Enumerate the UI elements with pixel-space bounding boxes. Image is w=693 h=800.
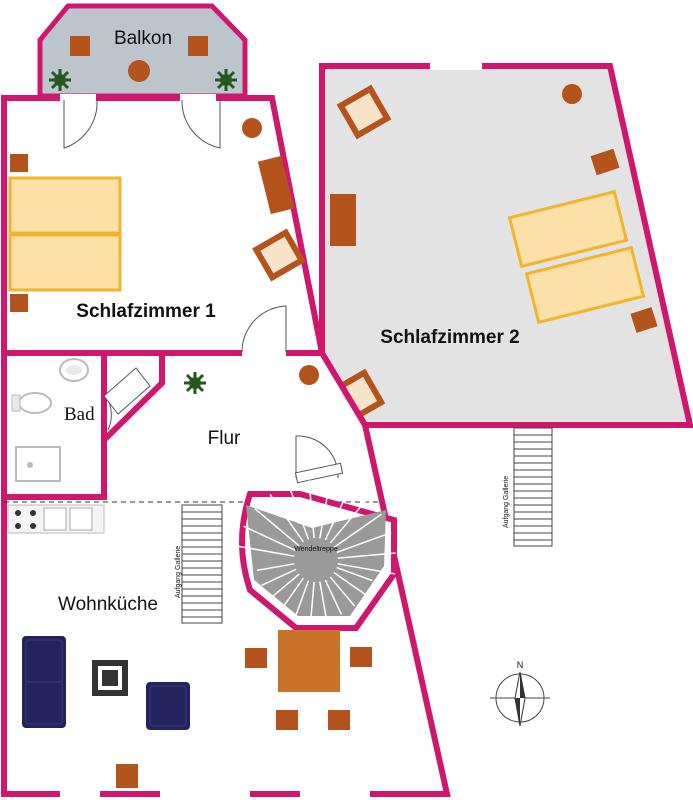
- spiral-tread: [287, 484, 310, 540]
- door[interactable]: [103, 367, 151, 431]
- shower-icon: [15, 446, 61, 482]
- balcony-chair: [70, 36, 90, 56]
- dresser: [257, 155, 295, 215]
- bed: [8, 233, 122, 292]
- spiral-tread: [333, 572, 366, 596]
- spiral-tread: [336, 566, 373, 582]
- dining-table: [278, 630, 340, 692]
- nightstand: [10, 154, 28, 172]
- window: [430, 62, 482, 70]
- spiral-tread: [269, 573, 300, 600]
- bedroom-1: Schlafzimmer 1: [8, 118, 306, 322]
- door[interactable]: [294, 435, 344, 484]
- gallery-stairs-right: [513, 427, 553, 547]
- spiral-tread: [324, 487, 351, 541]
- label-spiral-staircase: Wendeltreppe: [294, 546, 338, 553]
- balcony-table: [128, 60, 150, 82]
- spiral-tread: [280, 577, 304, 610]
- armchair: [146, 682, 190, 730]
- plant-icon: [215, 69, 237, 91]
- spiral-tread: [308, 480, 315, 539]
- dining-chair: [276, 710, 298, 730]
- spiral-tread: [337, 552, 396, 559]
- side-table: [299, 365, 319, 385]
- bathroom: Bad: [11, 358, 95, 482]
- compass-icon: N: [490, 660, 550, 727]
- living-kitchen: Aufgang Gallerie Wendeltreppe Wohnküche: [7, 480, 397, 788]
- room-label-wohnkueche: Wohnküche: [58, 594, 158, 615]
- spiral-tread: [319, 481, 331, 539]
- dining-chair: [245, 648, 267, 668]
- spiral-tread: [243, 525, 297, 552]
- hallway: Flur: [4, 365, 380, 503]
- label-gallery-stairs-left: Aufgang Gallerie: [175, 546, 182, 598]
- spiral-tread: [336, 531, 392, 554]
- spiral-tread: [294, 580, 310, 617]
- side-table: [242, 118, 262, 138]
- compass-north-label: N: [517, 660, 524, 670]
- spiral-tread: [269, 494, 304, 543]
- spiral-tread: [329, 576, 356, 607]
- spiral-tread: [254, 508, 300, 547]
- spiral-tread: [237, 545, 295, 557]
- balcony: Balkon: [37, 3, 248, 99]
- spiral-tread: [319, 581, 328, 620]
- door[interactable]: [181, 99, 221, 149]
- spiral-tread: [333, 513, 382, 548]
- label-gallery-stairs-right: Aufgang Gallerie: [503, 476, 510, 528]
- dining-chair: [328, 710, 350, 730]
- gallery-stairs-left: [181, 504, 223, 624]
- dining-chair: [350, 647, 372, 667]
- nightstand: [630, 307, 658, 333]
- bed: [8, 176, 122, 235]
- stove-icon: [15, 510, 21, 516]
- nightstand: [10, 294, 28, 312]
- dresser: [330, 194, 356, 246]
- spiral-tread: [329, 498, 368, 544]
- spiral-tread: [261, 568, 297, 587]
- room-label-balkon: Balkon: [114, 28, 172, 49]
- bed: [507, 189, 629, 269]
- balcony-chair: [188, 36, 208, 56]
- plant-icon: [49, 69, 71, 91]
- spiral-tread: [337, 563, 395, 575]
- room-label-schlafzimmer-1: Schlafzimmer 1: [76, 301, 216, 322]
- sink-icon: [43, 507, 67, 531]
- spiral-tread: [310, 581, 315, 620]
- toilet-icon: [18, 392, 52, 414]
- sofa: [22, 636, 66, 728]
- side-cabinet: [116, 764, 138, 788]
- spiral-tread: [324, 579, 343, 615]
- side-table: [562, 84, 582, 104]
- door[interactable]: [63, 99, 98, 149]
- room-label-flur: Flur: [208, 428, 241, 449]
- spiral-staircase: Wendeltreppe: [237, 480, 397, 631]
- bed: [524, 245, 646, 325]
- armchair: [252, 228, 306, 282]
- bedroom-2: Schlafzimmer 2: [319, 62, 693, 429]
- plant-icon: [184, 372, 206, 394]
- spiral-tread: [256, 563, 295, 572]
- door[interactable]: [241, 305, 287, 353]
- nightstand: [590, 148, 620, 176]
- room-label-bad: Bad: [64, 404, 95, 425]
- armchair: [336, 84, 392, 140]
- room-label-schlafzimmer-2: Schlafzimmer 2: [380, 327, 519, 348]
